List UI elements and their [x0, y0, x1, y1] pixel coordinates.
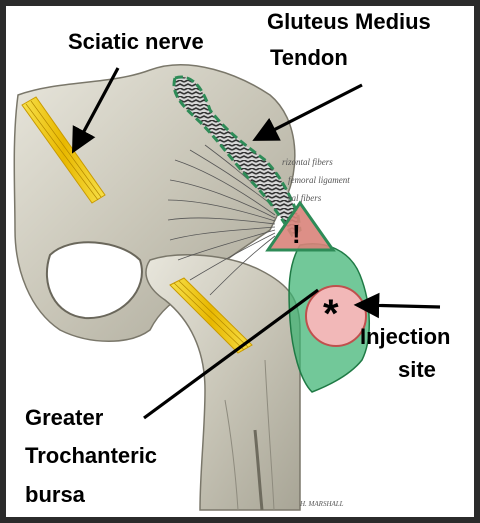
- bursa-label-line1: Greater: [25, 404, 103, 432]
- exclamation-mark: !: [292, 220, 301, 248]
- gluteus-medius-label-line1: Gluteus Medius: [267, 8, 431, 36]
- injection-arrow: [360, 305, 440, 307]
- injection-site-label-line2: site: [398, 356, 436, 384]
- gluteus-medius-label-line2: Tendon: [270, 44, 348, 72]
- asterisk-mark: *: [323, 294, 339, 334]
- artist-signature: H. MARSHALL: [300, 500, 344, 508]
- fiber-tag-ligament: femoral ligament: [288, 175, 350, 185]
- injection-site-label-line1: Injection: [360, 323, 450, 351]
- fiber-tag-horizontal: rizontal fibers: [282, 157, 333, 167]
- femur-neck: [146, 255, 300, 510]
- fiber-tag-oblique: ral fibers: [288, 193, 321, 203]
- sciatic-nerve-label: Sciatic nerve: [68, 28, 204, 56]
- bursa-label-line2: Trochanteric: [25, 442, 157, 470]
- bursa-label-line3: bursa: [25, 481, 85, 509]
